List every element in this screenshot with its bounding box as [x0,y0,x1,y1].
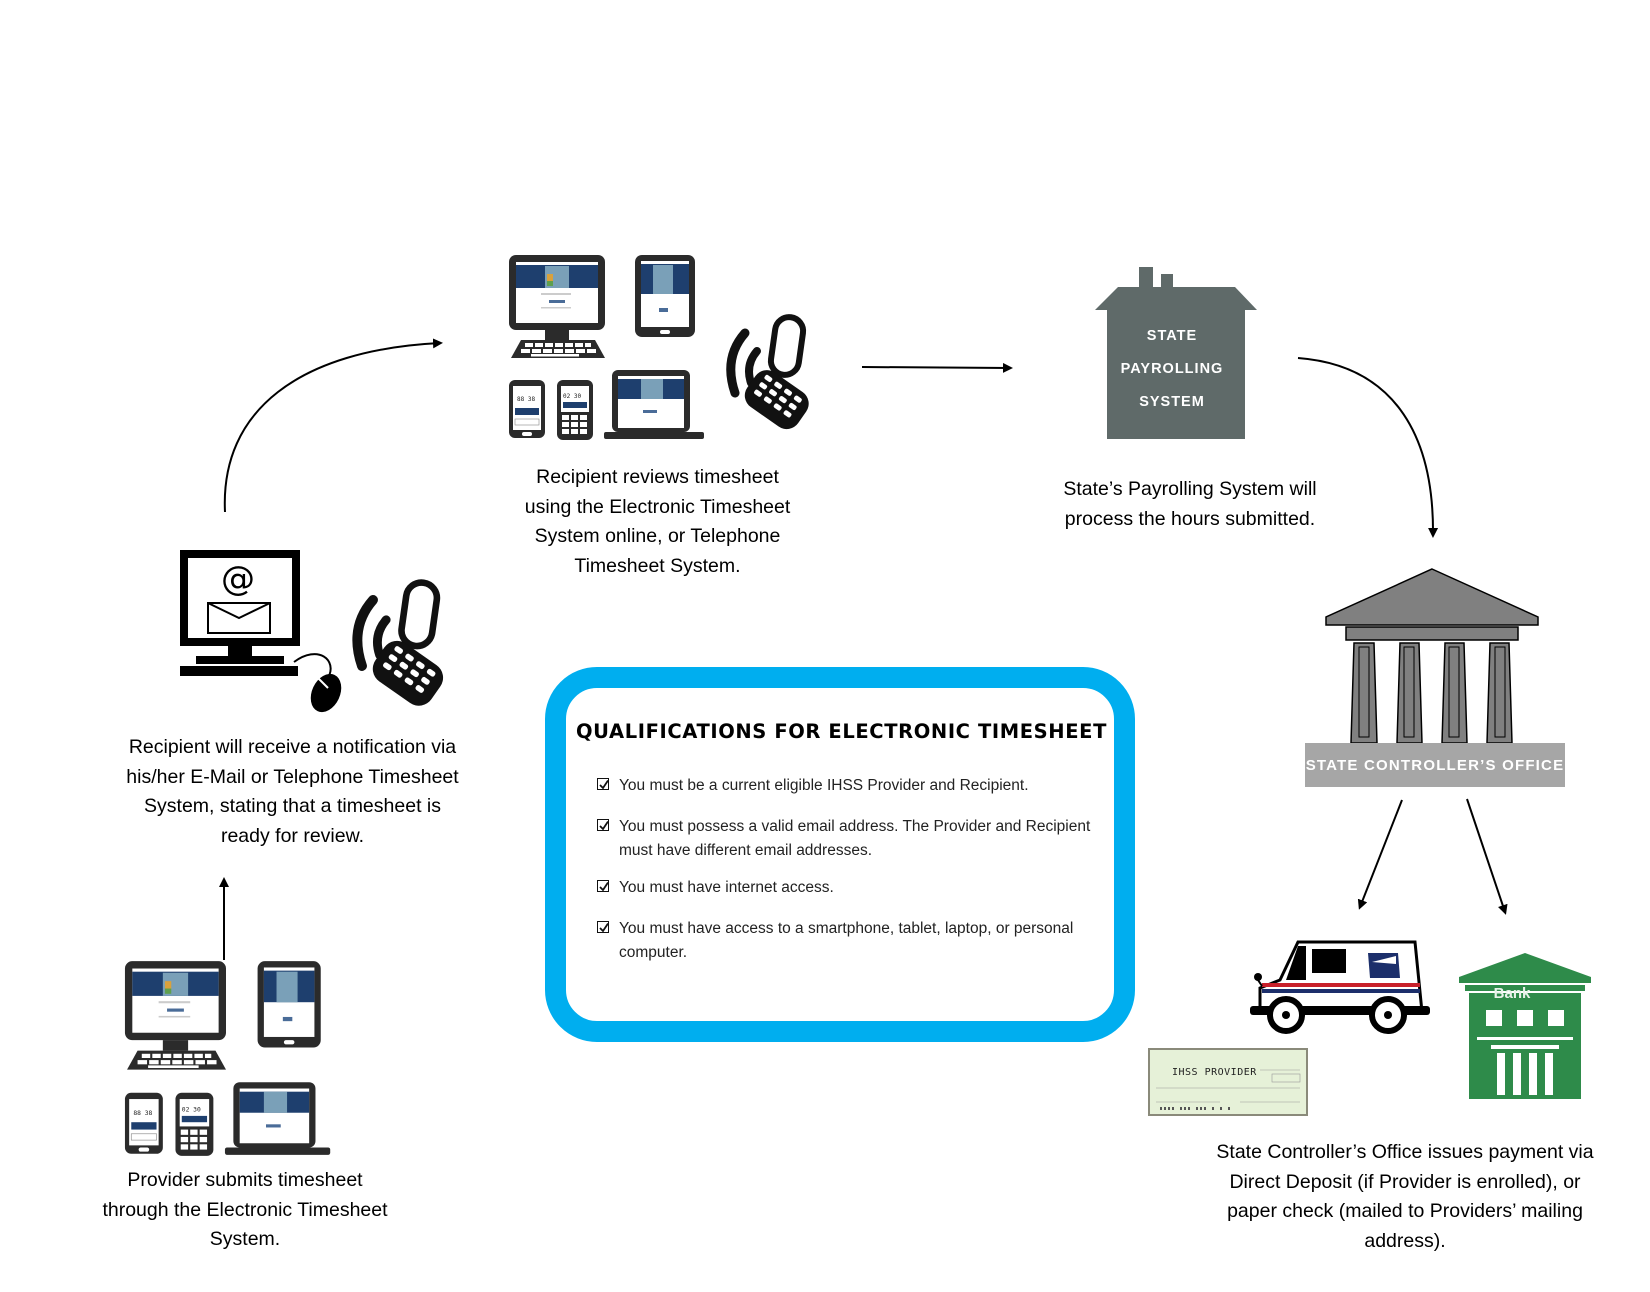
payroll-caption: State’s Payrolling System will process t… [1040,475,1340,534]
building-label-line: PAYROLLING [1120,361,1224,377]
checkbox-checked-icon [597,778,609,790]
qualification-text: You must have internet access. [619,879,834,896]
caption-line: System. [209,1228,281,1250]
house-icon [1095,267,1257,439]
checkbox-checked-icon [597,819,609,831]
building-label-line: STATE [1146,328,1198,344]
payroll-building-label: STATE PAYROLLING SYSTEM [1102,320,1242,419]
caption-line: paper check (mailed to Providers’ mailin… [1227,1200,1583,1222]
recipient-notified-caption: Recipient will receive a notification vi… [100,733,485,851]
bank-label: Bank [1493,985,1531,1002]
caption-line: his/her E-Mail or Telephone Timesheet [126,765,459,788]
caption-line: Recipient reviews timesheet [536,466,779,488]
qualification-text: You must possess a valid email address. … [619,818,1091,859]
sco-banner: STATE CONTROLLER’S OFFICE [1305,743,1565,787]
paper-check-icon: IHSS PROVIDER [1148,1048,1308,1116]
qualification-text: You must have access to a smartphone, ta… [619,920,1074,961]
caption-line: ready for review. [220,824,365,847]
caption-line: Direct Deposit (if Provider is enrolled)… [1229,1170,1581,1193]
caption-line: Provider submits timesheet [127,1169,363,1191]
check-payee: IHSS PROVIDER [1172,1067,1257,1078]
caption-line: through the Electronic Timesheet [102,1198,388,1221]
qualifications-title: QUALIFICATIONS FOR ELECTRONIC TIMESHEET [576,720,1107,743]
qualifications-box: QUALIFICATIONS FOR ELECTRONIC TIMESHEET … [545,667,1135,1042]
caption-line: Timesheet System. [574,554,741,577]
caption-line: address). [1364,1229,1446,1252]
building-label-line: SYSTEM [1139,394,1205,410]
mail-truck-icon [1250,940,1430,1034]
caption-line: using the Electronic Timesheet [524,495,791,518]
recipient-reviews-caption: Recipient reviews timesheet using the El… [490,463,825,581]
flip-phone-icon [715,312,815,434]
svg-text:@: @ [221,559,255,599]
caption-line: Recipient will receive a notification vi… [128,736,457,758]
recipient-devices-icon [505,252,705,442]
qualification-text: You must be a current eligible IHSS Prov… [619,777,1029,794]
caption-line: System online, or Telephone [534,525,781,547]
caption-line: System, stating that a timesheet is [144,795,441,817]
caption-line: State’s Payrolling System will [1063,478,1317,500]
provider-devices-icon [120,958,332,1158]
flip-phone-icon [340,578,450,710]
email-computer-icon: @ [180,550,342,713]
bank-icon [1459,953,1591,1099]
caption-line: process the hours submitted. [1064,507,1316,530]
government-building-icon [1325,568,1539,744]
caption-line: State Controller’s Office issues payment… [1216,1141,1594,1163]
checkbox-checked-icon [597,880,609,892]
provider-submits-caption: Provider submits timesheet through the E… [80,1166,410,1255]
checkbox-checked-icon [597,921,609,933]
sco-caption: State Controller’s Office issues payment… [1190,1138,1620,1256]
